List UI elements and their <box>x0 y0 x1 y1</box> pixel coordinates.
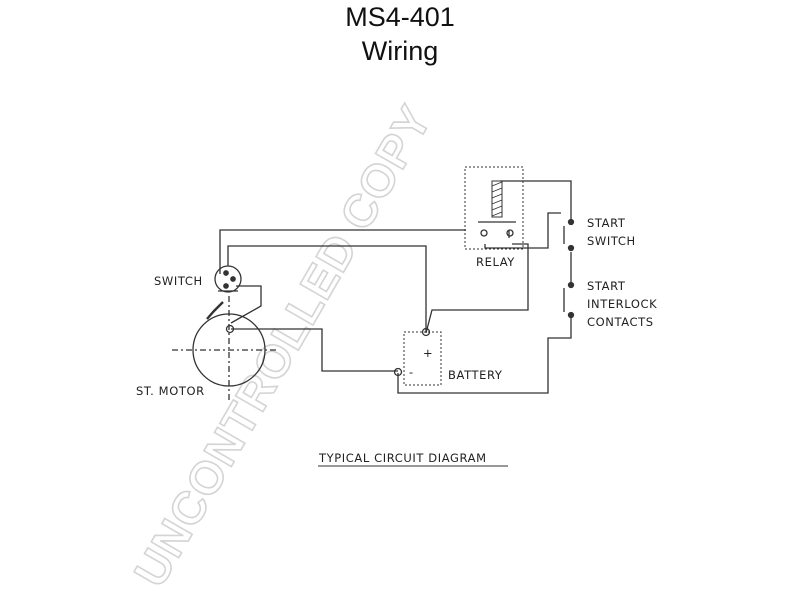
labels: SWITCH ST. MOTOR RELAY BATTERY + - START… <box>136 216 657 467</box>
switch-label: SWITCH <box>154 274 203 288</box>
start-switch-label-line1: START <box>587 216 626 230</box>
solenoid-switch <box>214 265 242 293</box>
starter-motor <box>172 296 276 402</box>
wires <box>219 180 572 394</box>
watermark-text: UNCONTROLLED COPY <box>124 96 442 595</box>
interlock-contacts <box>563 281 575 319</box>
watermark: UNCONTROLLED COPY <box>123 95 443 595</box>
start-switch-label-line2: SWITCH <box>587 234 636 248</box>
battery <box>393 327 442 386</box>
interlock-label-line3: CONTACTS <box>587 315 654 329</box>
st-motor-label: ST. MOTOR <box>136 384 205 398</box>
diagram-subtitle: Wiring <box>361 36 439 66</box>
circuit <box>172 166 575 402</box>
battery-minus-label: - <box>409 365 414 379</box>
caption: TYPICAL CIRCUIT DIAGRAM <box>318 451 487 465</box>
diagram-title: MS4-401 <box>345 2 455 32</box>
relay <box>464 166 524 250</box>
battery-label: BATTERY <box>448 368 503 382</box>
start-switch <box>563 218 575 252</box>
relay-label: RELAY <box>476 255 515 269</box>
interlock-label-line1: START <box>587 279 626 293</box>
interlock-label-line2: INTERLOCK <box>587 297 657 311</box>
battery-plus-label: + <box>423 346 433 360</box>
